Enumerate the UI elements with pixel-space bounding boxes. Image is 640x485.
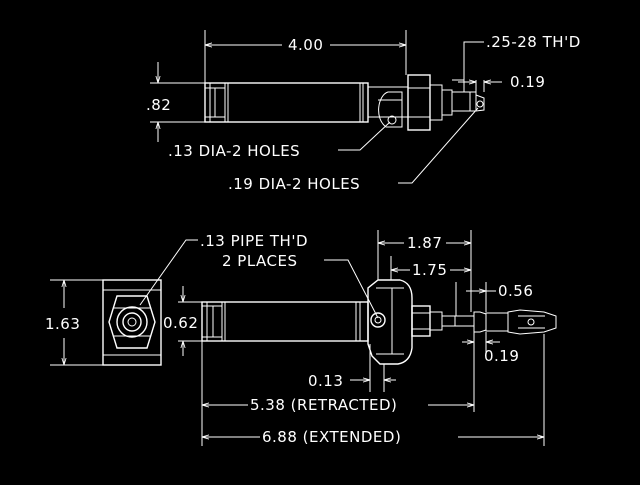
dim-013: 0.13 [308, 372, 343, 390]
top-nut [407, 74, 453, 131]
dim-175: 1.75 [412, 261, 447, 279]
top-rod-end [451, 91, 485, 112]
dim-overall-length: 4.00 [288, 36, 323, 54]
dim-056: 0.56 [498, 282, 533, 300]
label-pipe-thread: .13 PIPE TH'D [200, 232, 308, 250]
dim-retracted: 5.38 (RETRACTED) [250, 396, 397, 414]
dim-019: 0.19 [484, 347, 519, 365]
dim-height: .82 [146, 96, 171, 114]
label-large-holes: .19 DIA-2 HOLES [228, 175, 360, 193]
end-view-block [102, 279, 162, 366]
label-small-holes: .13 DIA-2 HOLES [168, 142, 300, 160]
top-cylinder-body [204, 82, 369, 123]
dim-end-height: 1.63 [45, 315, 80, 333]
front-cylinder-body [201, 301, 369, 342]
dim-rod-end: 0.19 [510, 73, 545, 91]
dim-body-dia: 0.62 [163, 314, 198, 332]
front-nut [411, 305, 443, 337]
front-view: 1.63 .13 PIPE TH'D 2 PLACES 0.62 [45, 230, 557, 446]
front-rod-clevis [441, 309, 557, 335]
front-bracket [367, 279, 413, 365]
label-rod-thread: .25-28 TH'D [486, 33, 581, 51]
top-view: 4.00 .25-28 TH'D 0.19 .82 .13 DIA-2 HOLE… [146, 30, 581, 193]
dim-extended: 6.88 (EXTENDED) [262, 428, 401, 446]
dim-187: 1.87 [407, 234, 442, 252]
top-bracket [367, 86, 409, 128]
label-pipe-places: 2 PLACES [222, 252, 298, 270]
